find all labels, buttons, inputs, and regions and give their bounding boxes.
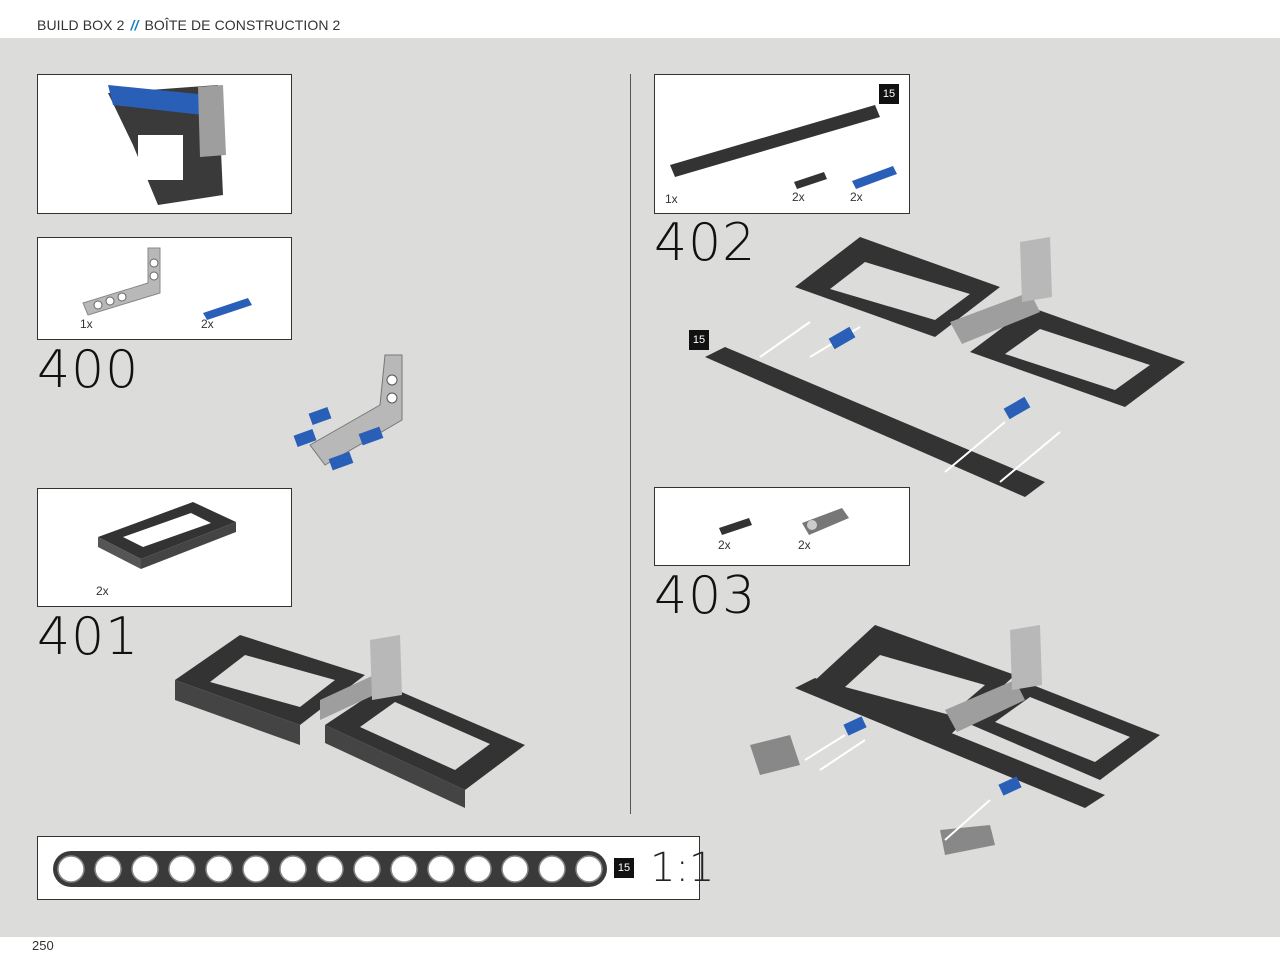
step-403-number: 403	[654, 566, 757, 626]
subassembly-preview-box	[37, 74, 292, 214]
black-pin-part-icon	[794, 172, 827, 189]
step-402-parts-box: 15 1x 2x 2x	[654, 74, 910, 214]
step-400-part-1-qty: 1x	[80, 317, 93, 331]
step-402-callout-badge: 15	[689, 330, 709, 350]
step-402-part-2-qty: 2x	[792, 190, 805, 204]
step-402-number: 402	[654, 213, 757, 273]
step-400-part-2-qty: 2x	[201, 317, 214, 331]
header-title: BUILD BOX 2 // BOÎTE DE CONSTRUCTION 2	[37, 17, 340, 33]
step-401-parts-box: 2x	[37, 488, 292, 607]
beam-part-icon	[670, 105, 880, 177]
page-number: 250	[32, 938, 54, 953]
step-401-assembly-image	[175, 635, 525, 808]
page-header: BUILD BOX 2 // BOÎTE DE CONSTRUCTION 2	[0, 0, 1280, 38]
scale-ruler-box: 15 1:1	[37, 836, 714, 900]
blue-pin-part-icon	[852, 166, 897, 189]
step-403-part-2-qty: 2x	[798, 538, 811, 552]
step-403-parts-box: 2x 2x	[654, 487, 910, 566]
header-title-fr: BOÎTE DE CONSTRUCTION 2	[144, 17, 341, 33]
step-403-part-1-qty: 2x	[718, 538, 731, 552]
blue-pin-part-icon	[203, 298, 252, 320]
black-pin-part-icon	[719, 518, 752, 535]
subassembly-preview-image	[108, 85, 226, 205]
header-title-en: BUILD BOX 2	[37, 17, 125, 33]
connector-part-icon	[802, 508, 849, 535]
ruler-beam-image	[53, 851, 607, 887]
page-footer	[0, 937, 1280, 974]
ruler-scale-label: 1:1	[650, 845, 715, 891]
step-401-number: 401	[37, 607, 140, 667]
step-400-assembly-image	[293, 354, 403, 471]
step-401-part-1-qty: 2x	[96, 584, 109, 598]
step-400-number: 400	[37, 340, 140, 400]
column-divider	[630, 74, 631, 814]
step-403-assembly-image	[750, 625, 1160, 855]
frame-part-icon	[98, 502, 236, 569]
l-beam-part-icon	[82, 247, 161, 316]
step-402-part-1-qty: 1x	[665, 192, 678, 206]
step-402-assembly-image	[705, 237, 1185, 497]
step-402-beam-length-badge: 15	[879, 84, 899, 104]
ruler-length-badge: 15	[614, 858, 634, 878]
step-400-parts-box: 1x 2x	[37, 237, 292, 340]
header-separator: //	[130, 17, 139, 33]
step-402-part-3-qty: 2x	[850, 190, 863, 204]
